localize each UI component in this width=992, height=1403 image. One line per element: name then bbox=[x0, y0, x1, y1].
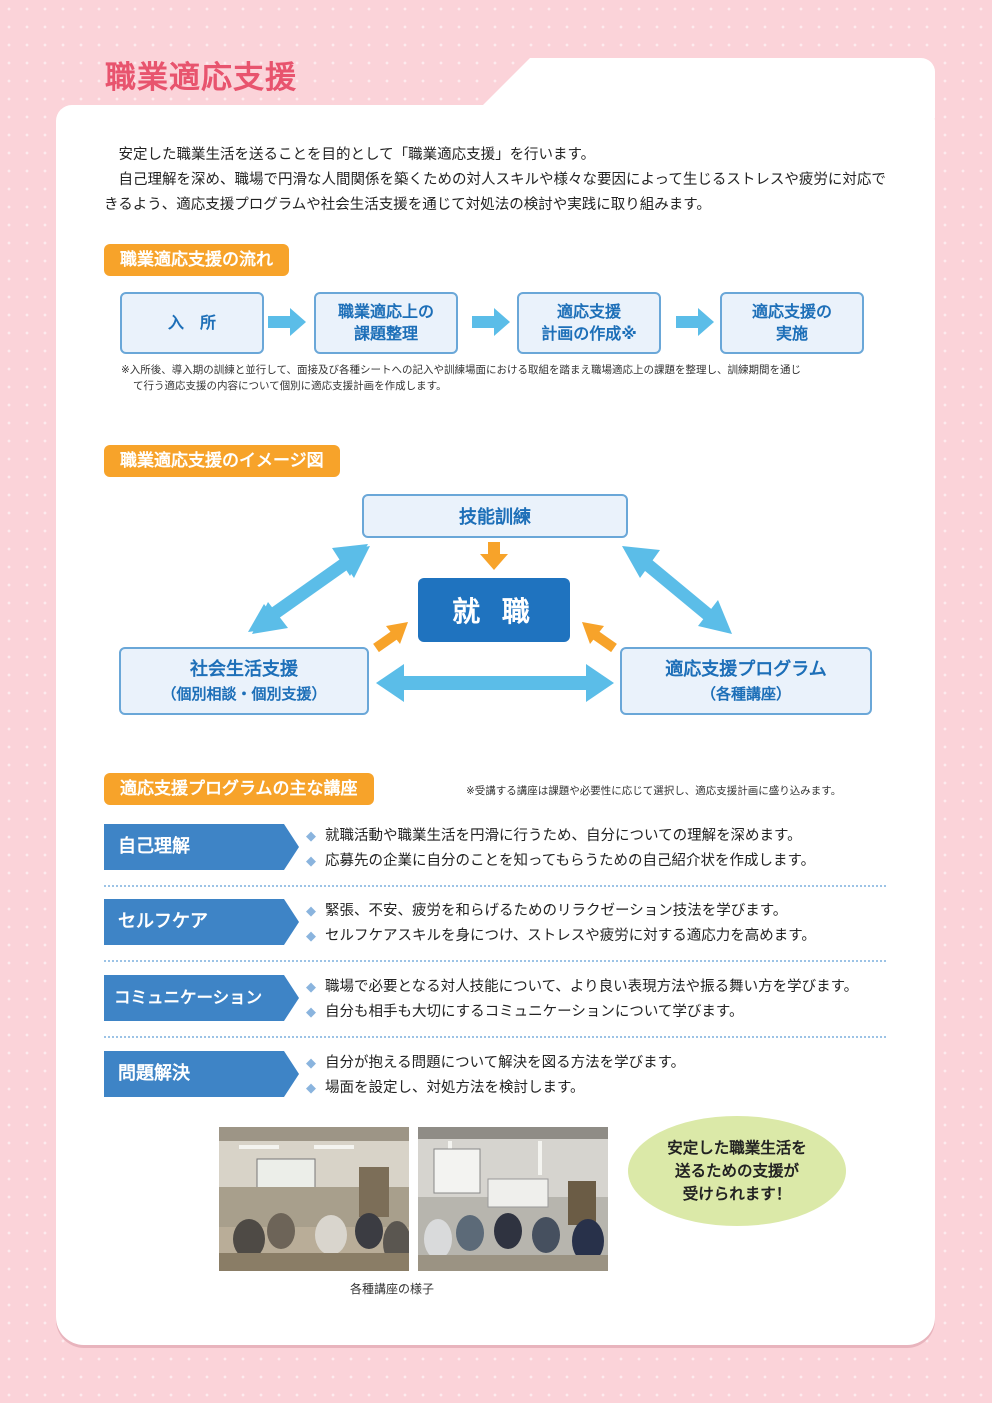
diagram-left-box: 社会生活支援 （個別相談・個別支援） bbox=[119, 647, 369, 715]
diagram-center-box: 就 職 bbox=[418, 578, 570, 642]
diamond-icon: ◆ bbox=[306, 1056, 316, 1071]
programs-heading: 適応支援プログラムの主な講座 bbox=[104, 773, 374, 805]
diagram-left-line2: （個別相談・個別支援） bbox=[161, 685, 327, 703]
bubble-line1: 安定した職業生活を bbox=[667, 1138, 807, 1157]
divider bbox=[104, 1036, 886, 1038]
double-arrow-icon bbox=[376, 664, 614, 702]
program-point: ◆セルフケアスキルを身につけ、ストレスや疲労に対する適応力を高めます。 bbox=[306, 928, 816, 944]
program-point: ◆場面を設定し、対処方法を検討します。 bbox=[306, 1080, 585, 1096]
diagram-left-line1: 社会生活支援 bbox=[190, 659, 298, 680]
flow-note-line1: ※入所後、導入期の訓練と並行して、面接及び各種シートへの記入や訓練場面における取… bbox=[121, 364, 801, 376]
program-point: ◆応募先の企業に自分のことを知ってもらうための自己紹介状を作成します。 bbox=[306, 853, 816, 869]
orange-arrow-icon bbox=[582, 622, 617, 653]
program-point: ◆就職活動や職業生活を円滑に行うため、自分についての理解を深めます。 bbox=[306, 828, 802, 844]
program-label: 問題解決 bbox=[104, 1051, 299, 1097]
divider bbox=[104, 960, 886, 962]
double-arrow-icon bbox=[622, 546, 732, 634]
diagram-center-label: 就 職 bbox=[452, 595, 536, 628]
program-point: ◆自分が抱える問題について解決を図る方法を学びます。 bbox=[306, 1055, 686, 1071]
programs-note: ※受講する講座は課題や必要性に応じて選択し、適応支援計画に盛り込みます。 bbox=[466, 785, 842, 797]
flow-step-3-line1: 適応支援 bbox=[556, 302, 621, 321]
flow-step-4-line1: 適応支援の bbox=[751, 302, 832, 321]
bubble-line2: 送るための支援が bbox=[674, 1161, 799, 1180]
flow-step-4: 適応支援の 実施 bbox=[720, 292, 864, 354]
program-point: ◆自分も相手も大切にするコミュニケーションについて学びます。 bbox=[306, 1004, 744, 1020]
diagram-arrows bbox=[248, 542, 732, 702]
orange-arrow-icon bbox=[480, 542, 508, 570]
program-point: ◆職場で必要となる対人技能について、より良い表現方法や振る舞い方を学びます。 bbox=[306, 979, 859, 995]
diamond-icon: ◆ bbox=[306, 854, 316, 869]
orange-arrow-icon bbox=[373, 622, 408, 653]
diamond-icon: ◆ bbox=[306, 1005, 316, 1020]
diagram-heading: 職業適応支援のイメージ図 bbox=[104, 445, 340, 477]
flow-note: ※入所後、導入期の訓練と並行して、面接及び各種シートへの記入や訓練場面における取… bbox=[121, 362, 896, 394]
diagram-right-line1: 適応支援プログラム bbox=[665, 659, 827, 680]
program-point: ◆緊張、不安、疲労を和らげるためのリラクゼーション技法を学びます。 bbox=[306, 903, 788, 919]
flow-arrow-icon bbox=[268, 308, 306, 336]
message-bubble: 安定した職業生活を 送るための支援が 受けられます！ bbox=[628, 1116, 846, 1226]
photo-caption: 各種講座の様子 bbox=[350, 1282, 435, 1296]
divider bbox=[104, 885, 886, 887]
classroom-photo bbox=[418, 1127, 608, 1271]
classroom-photo bbox=[219, 1127, 409, 1271]
flow-note-line2: て行う適応支援の内容について個別に適応支援計画を作成します。 bbox=[133, 380, 447, 392]
diamond-icon: ◆ bbox=[306, 929, 316, 944]
program-label: コミュニケーション bbox=[104, 975, 299, 1021]
intro-line-1: 安定した職業生活を送ることを目的として「職業適応支援」を行います。 bbox=[118, 147, 596, 163]
program-label: 自己理解 bbox=[104, 824, 299, 870]
flow-step-2-line2: 課題整理 bbox=[353, 324, 418, 343]
program-label: セルフケア bbox=[104, 899, 299, 945]
diagram-top-label: 技能訓練 bbox=[459, 507, 531, 528]
diamond-icon: ◆ bbox=[306, 904, 316, 919]
flow-step-1: 入 所 bbox=[120, 292, 264, 354]
flow-arrow-icon bbox=[676, 308, 714, 336]
diagram-right-line2: （各種講座） bbox=[700, 685, 791, 703]
diamond-icon: ◆ bbox=[306, 980, 316, 995]
intro-text: 安定した職業生活を送ることを目的として「職業適応支援」を行います。 自己理解を深… bbox=[104, 143, 894, 218]
diamond-icon: ◆ bbox=[306, 829, 316, 844]
page-title: 職業適応支援 bbox=[105, 60, 297, 96]
diamond-icon: ◆ bbox=[306, 1081, 316, 1096]
flow-step-3: 適応支援 計画の作成※ bbox=[517, 292, 661, 354]
flow-step-1-label: 入 所 bbox=[167, 313, 216, 332]
double-arrow-icon bbox=[248, 544, 370, 634]
flow-step-4-line2: 実施 bbox=[775, 324, 808, 343]
bubble-line3: 受けられます！ bbox=[682, 1184, 792, 1203]
flow-step-3-line2: 計画の作成※ bbox=[541, 324, 637, 343]
diagram-right-box: 適応支援プログラム （各種講座） bbox=[620, 647, 872, 715]
flow-arrow-icon bbox=[472, 308, 510, 336]
flow-step-2: 職業適応上の 課題整理 bbox=[314, 292, 458, 354]
flow-heading: 職業適応支援の流れ bbox=[104, 244, 289, 276]
flow-step-2-line1: 職業適応上の bbox=[337, 302, 434, 321]
diagram-top-box: 技能訓練 bbox=[362, 494, 628, 538]
intro-line-2: 自己理解を深め、職場で円滑な人間関係を築くための対人スキルや様々な要因によって生… bbox=[104, 172, 886, 213]
